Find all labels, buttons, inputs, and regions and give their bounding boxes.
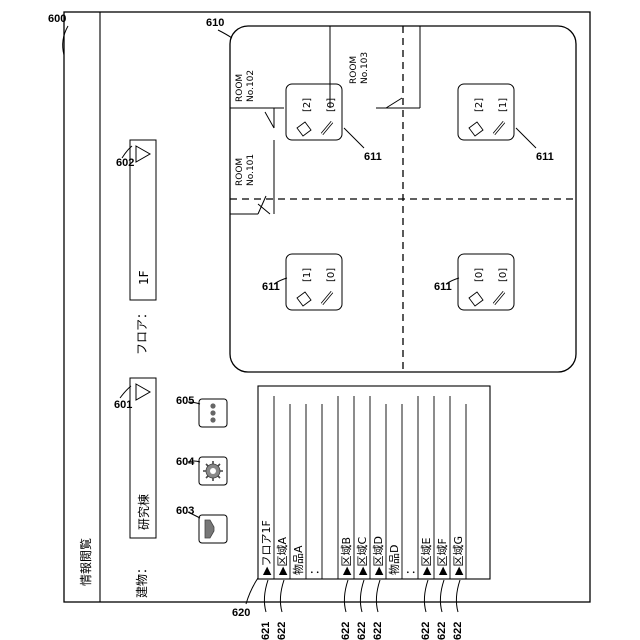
document-icon xyxy=(297,122,311,136)
tree-item-row[interactable]: 物品A xyxy=(291,545,305,575)
pen-count: [1] xyxy=(498,98,509,112)
ref-601: 601 xyxy=(114,399,132,411)
room-number: No.101 xyxy=(246,154,256,186)
tree-row-label: ▶区域E xyxy=(420,538,433,575)
tree-row-label: ▶区域D xyxy=(372,536,385,575)
document-icon xyxy=(297,292,311,306)
tree-area-row[interactable]: ▶区域G xyxy=(452,536,465,575)
area-marker[interactable]: [2] [1] xyxy=(458,84,514,140)
building-select[interactable]: 研究棟 xyxy=(130,378,156,538)
tree-area-row[interactable]: ▶区域F xyxy=(436,538,449,575)
ref-leader-line xyxy=(456,580,460,612)
room-number: No.103 xyxy=(360,52,370,84)
ref-622: 622 xyxy=(452,622,464,640)
ref-leader-line xyxy=(360,580,364,612)
building-label: 建物： xyxy=(135,562,149,598)
room-walls xyxy=(230,26,420,214)
room-label: ROOM xyxy=(235,74,245,102)
area-marker[interactable]: [0] [0] xyxy=(458,254,514,310)
ref-622: 622 xyxy=(436,622,448,640)
tree-row-label: ▶区域C xyxy=(356,537,369,575)
tree-item-row[interactable]: 物品D xyxy=(387,545,401,575)
ref-611: 611 xyxy=(364,151,382,163)
filter-button[interactable] xyxy=(199,515,227,543)
room-label: ROOM xyxy=(349,56,359,84)
tree-row-label: 物品D xyxy=(387,545,401,575)
area-marker[interactable]: [2] [0] xyxy=(286,84,342,140)
tree-item-row[interactable]: ： xyxy=(404,564,417,575)
building-select-value: 研究棟 xyxy=(136,494,151,530)
gear-icon xyxy=(203,461,223,481)
ref-leader-line xyxy=(424,580,428,612)
floor-select-value: 1F xyxy=(137,270,151,285)
tree-area-row[interactable]: ▶区域E xyxy=(420,538,433,575)
more-button[interactable] xyxy=(199,399,227,427)
ref-602: 602 xyxy=(116,157,134,169)
ref-leader-line xyxy=(280,580,284,612)
chevron-down-icon xyxy=(136,146,150,162)
ref-603: 603 xyxy=(176,505,194,517)
room-number: No.102 xyxy=(246,70,256,102)
document-icon xyxy=(469,292,483,306)
tree-row-label: ▶区域G xyxy=(452,536,465,575)
tree-row-label: ▶区域F xyxy=(436,538,449,575)
pen-count: [0] xyxy=(498,268,509,282)
doc-count: [2] xyxy=(302,98,313,112)
doc-count: [2] xyxy=(474,98,485,112)
document-icon xyxy=(469,122,483,136)
tree-area-row[interactable]: ▶区域D xyxy=(372,536,385,575)
pen-icon xyxy=(494,292,504,304)
tree-item-row[interactable]: ： xyxy=(308,564,321,575)
ref-622: 622 xyxy=(340,622,352,640)
tree-area-row[interactable]: ▶区域C xyxy=(356,537,369,575)
ref-610: 610 xyxy=(206,17,224,29)
ref-leader-line xyxy=(264,580,268,612)
ref-622: 622 xyxy=(276,622,288,640)
floor-label: フロア： xyxy=(135,307,149,355)
ref-leader-line xyxy=(376,580,380,612)
area-dividers xyxy=(230,26,576,372)
tree-row-label: ▶フロア1F xyxy=(260,520,273,575)
chevron-down-icon xyxy=(136,384,150,400)
room-label: ROOM xyxy=(235,158,245,186)
ref-605: 605 xyxy=(176,395,194,407)
pen-count: [0] xyxy=(326,98,337,112)
tree-row-label: ▶区域A xyxy=(276,537,289,575)
tree-row-label: ： xyxy=(404,564,417,575)
ref-622: 622 xyxy=(356,622,368,640)
ref-611: 611 xyxy=(536,151,554,163)
ref-622: 622 xyxy=(420,622,432,640)
tree-root[interactable]: ▶フロア1F xyxy=(260,520,273,575)
pen-icon xyxy=(322,122,332,134)
ref-622: 622 xyxy=(372,622,384,640)
settings-button[interactable] xyxy=(199,457,227,485)
ref-leader-line xyxy=(344,580,348,612)
ref-611: 611 xyxy=(434,281,452,293)
tree-row-label: 物品A xyxy=(291,545,305,575)
pen-count: [0] xyxy=(326,268,337,282)
ref-611: 611 xyxy=(262,281,280,293)
ref-604: 604 xyxy=(176,456,195,468)
area-marker[interactable]: [1] [0] xyxy=(286,254,342,310)
tree-area-row[interactable]: ▶区域B xyxy=(340,537,353,575)
pen-icon xyxy=(494,122,504,134)
ref-leader-line xyxy=(440,580,444,612)
tree-area-row[interactable]: ▶区域A xyxy=(276,537,289,575)
ref-621: 621 xyxy=(260,622,272,640)
doc-count: [0] xyxy=(474,268,485,282)
filter-icon xyxy=(205,520,214,538)
pen-icon xyxy=(322,292,332,304)
window-title: 情報閲覧 xyxy=(79,538,93,586)
tree-row-label: ： xyxy=(308,564,321,575)
tree-row-label: ▶区域B xyxy=(340,537,353,575)
more-dots-icon xyxy=(210,403,215,422)
ref-620: 620 xyxy=(232,607,250,619)
doc-count: [1] xyxy=(302,268,313,282)
